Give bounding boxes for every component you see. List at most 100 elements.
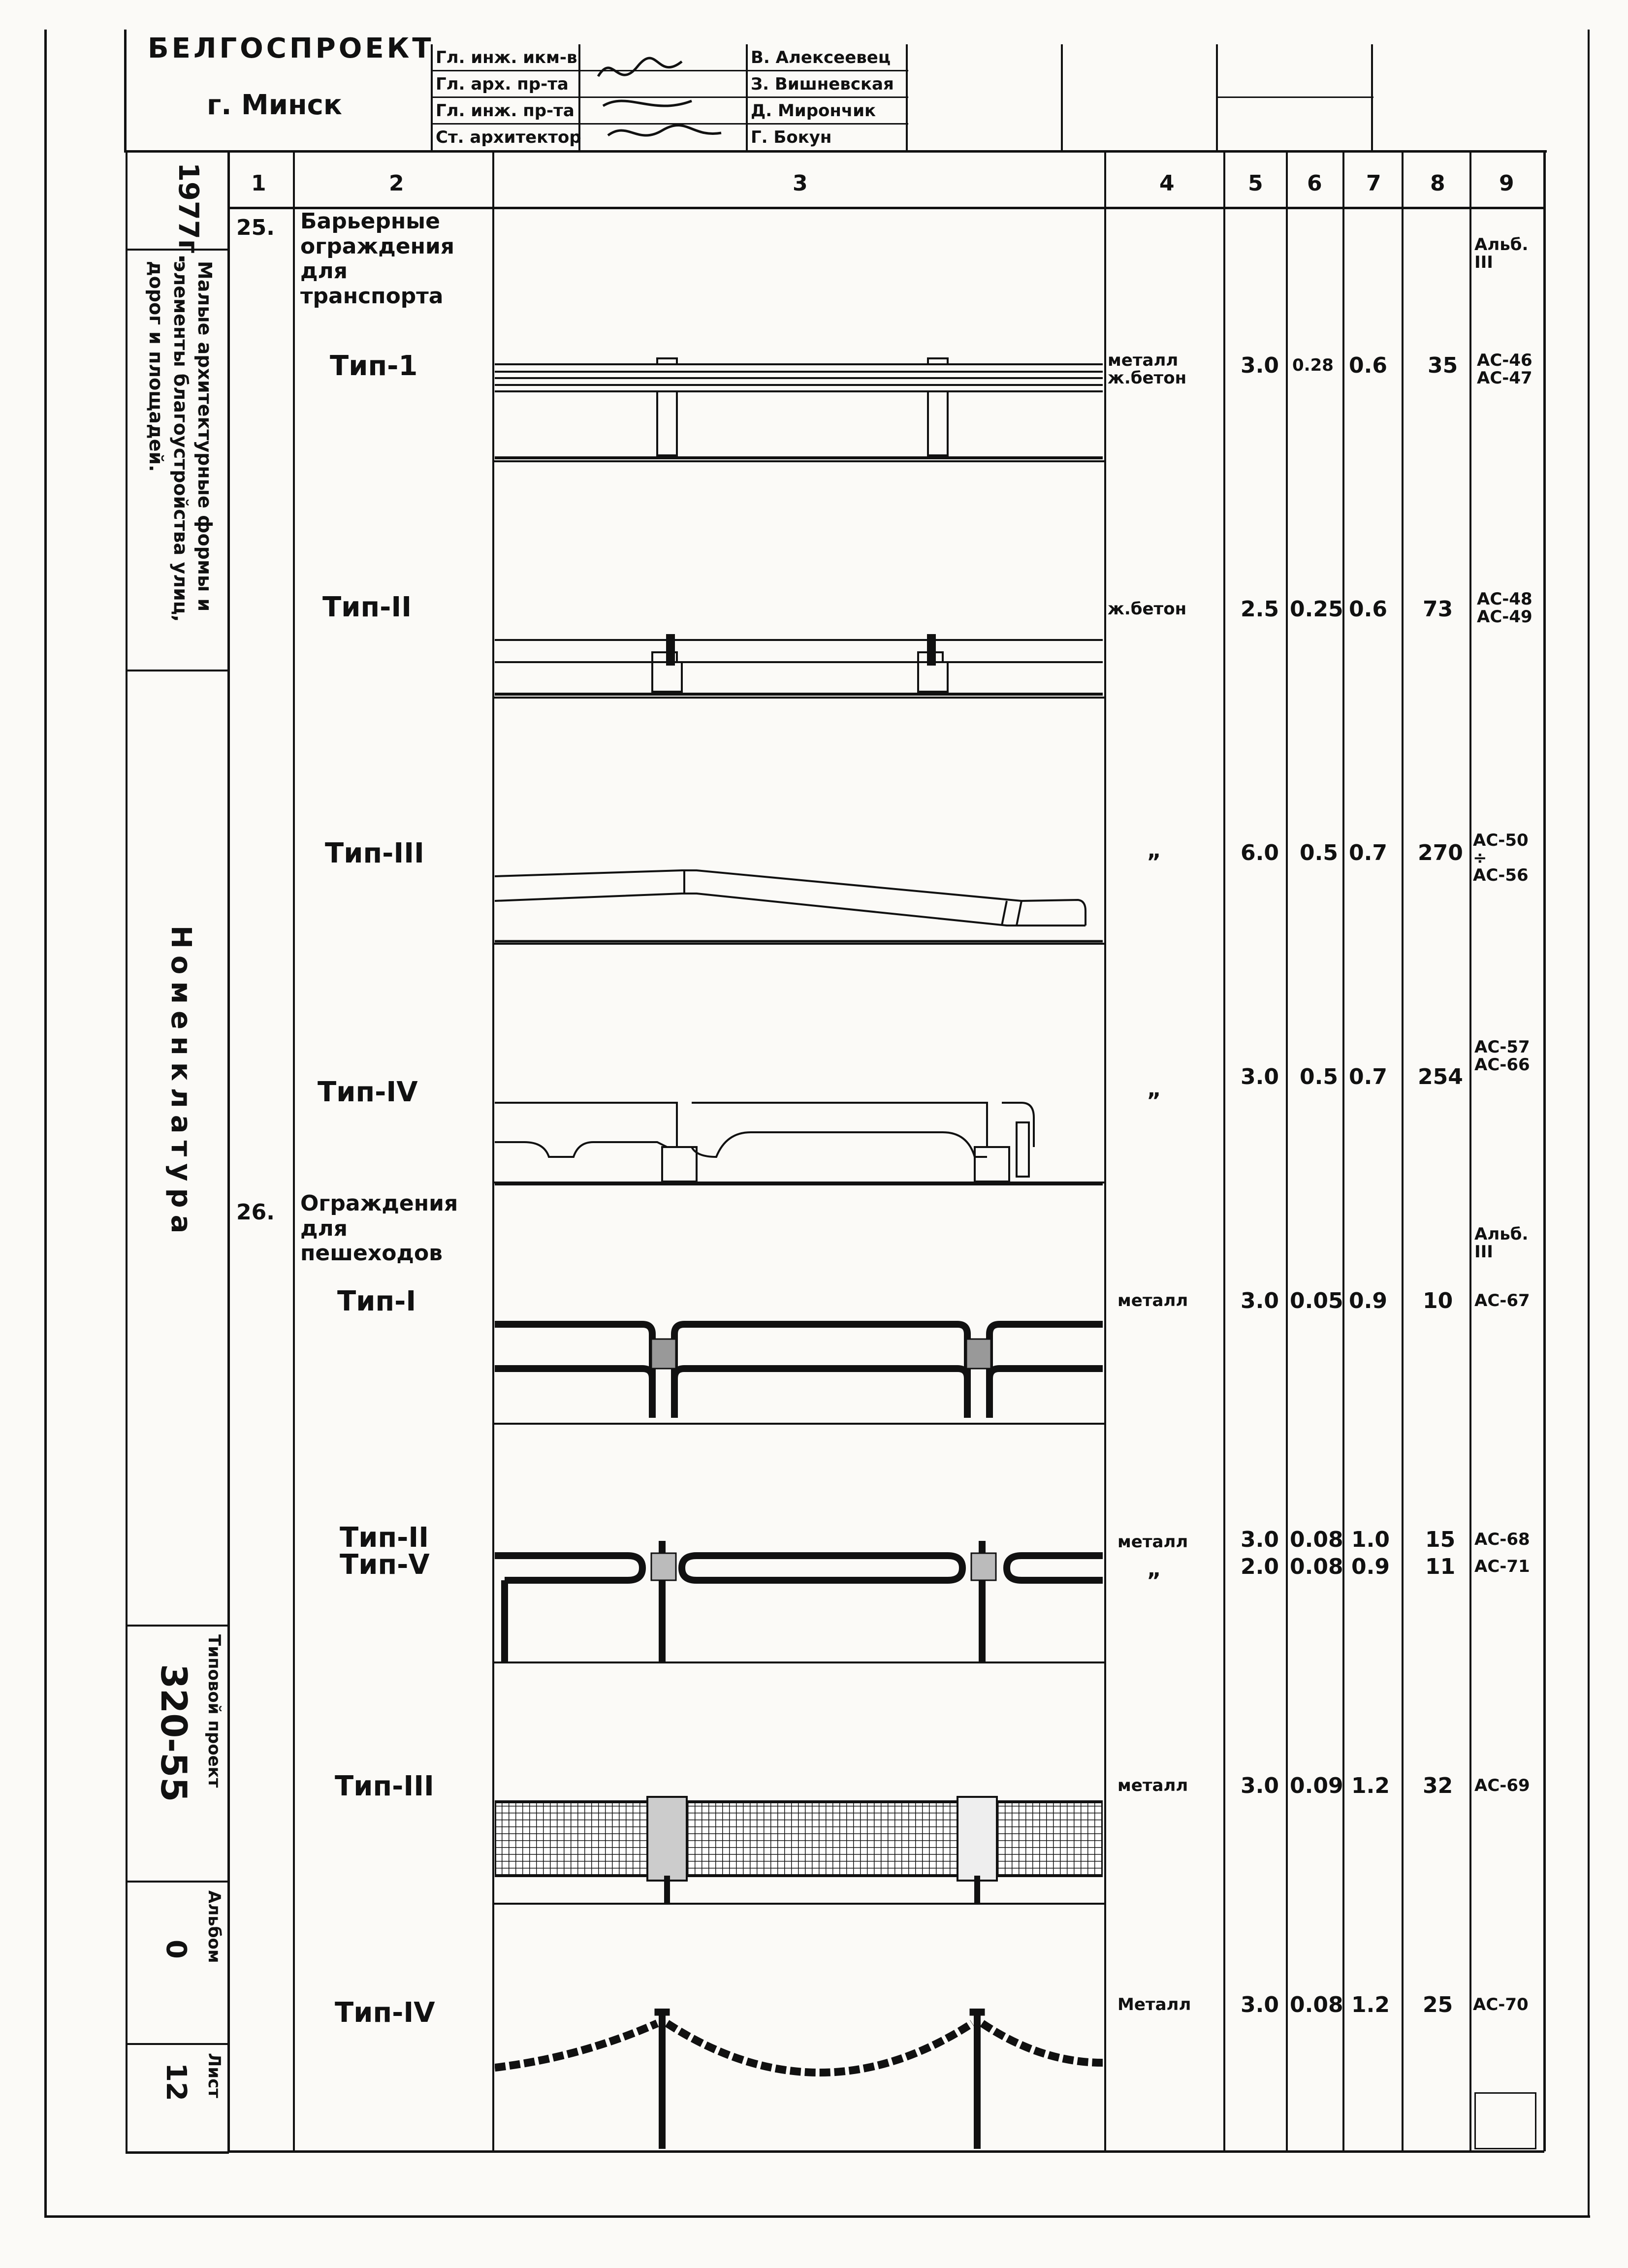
header-left-border bbox=[124, 30, 127, 153]
col-1: 1 bbox=[251, 171, 266, 196]
corner-box bbox=[1474, 2092, 1536, 2149]
group-26-no: 26. bbox=[236, 1200, 275, 1225]
stamp-row-2 bbox=[431, 96, 908, 98]
city-name: г. Минск bbox=[207, 89, 342, 121]
row2-material: ж.бетон bbox=[1108, 599, 1187, 619]
side-bottom bbox=[126, 2151, 229, 2154]
col-3: 3 bbox=[793, 171, 808, 196]
col-line-1 bbox=[293, 153, 295, 2151]
col-4: 4 bbox=[1159, 171, 1175, 196]
draw-div-7 bbox=[492, 1903, 1105, 1905]
row6-ref: АС-68 bbox=[1474, 1530, 1530, 1549]
frame-left bbox=[44, 30, 47, 2215]
stamp-col-a bbox=[1061, 44, 1063, 150]
row9-c5: 3.0 bbox=[1241, 1992, 1279, 2017]
row1-type: Тип-1 bbox=[330, 350, 418, 382]
side-div-year bbox=[126, 249, 229, 251]
row8-c6: 0.09 bbox=[1290, 1773, 1343, 1798]
row7-c7: 0.9 bbox=[1351, 1554, 1390, 1579]
col-line-3 bbox=[1104, 153, 1106, 2151]
draw-div-2 bbox=[492, 697, 1105, 699]
row7-type: Тип-V bbox=[340, 1549, 430, 1581]
col-line-9 bbox=[1543, 153, 1546, 2151]
row1-c6: 0.28 bbox=[1292, 355, 1334, 375]
row1-material: металл ж.бетон bbox=[1108, 351, 1187, 388]
row3-type: Тип-III bbox=[325, 837, 424, 869]
group-25-no: 25. bbox=[236, 215, 275, 240]
group-25-title: Барьерные ограждения для транспорта bbox=[300, 209, 487, 309]
col-6: 6 bbox=[1307, 171, 1322, 196]
draw-div-5 bbox=[492, 1423, 1105, 1425]
row2-c6: 0.25 bbox=[1290, 597, 1343, 622]
side-sheet-no: 12 bbox=[160, 2063, 192, 2101]
row1-c7: 0.6 bbox=[1349, 353, 1387, 378]
drawing-pedestrian-type-4 bbox=[495, 2009, 1103, 2149]
row4-c5: 3.0 bbox=[1241, 1064, 1279, 1089]
drawing-barrier-type-1 bbox=[495, 357, 1103, 459]
col-line-8 bbox=[1469, 153, 1471, 2151]
drawing-barrier-type-2 bbox=[495, 634, 1103, 696]
row5-ref: АС-67 bbox=[1474, 1291, 1530, 1310]
group-25-album: Альб. III bbox=[1474, 235, 1529, 272]
drawing-pedestrian-type-1 bbox=[495, 1321, 1103, 1418]
side-div-2 bbox=[126, 1625, 229, 1627]
row4-material: „ bbox=[1147, 1077, 1161, 1102]
drawing-barrier-type-3 bbox=[495, 869, 1103, 943]
row8-c7: 1.2 bbox=[1351, 1773, 1390, 1798]
row5-material: металл bbox=[1117, 1291, 1188, 1310]
col-8: 8 bbox=[1430, 171, 1445, 196]
table-bottom bbox=[227, 2150, 1544, 2153]
draw-div-6 bbox=[492, 1661, 1105, 1663]
col-line-4 bbox=[1223, 153, 1225, 2151]
row1-c5: 3.0 bbox=[1241, 353, 1279, 378]
row6-c5: 3.0 bbox=[1241, 1527, 1279, 1552]
row1-c8: 35 bbox=[1428, 353, 1458, 378]
group-26-album: Альб. III bbox=[1474, 1224, 1529, 1262]
drawing-barrier-type-4 bbox=[495, 1102, 1103, 1185]
row7-c5: 2.0 bbox=[1241, 1554, 1279, 1579]
row3-c6: 0.5 bbox=[1300, 840, 1338, 865]
row4-c8: 254 bbox=[1418, 1064, 1463, 1089]
row2-type: Тип-II bbox=[322, 591, 412, 623]
group-26-title-text: Ограждения для пешеходов bbox=[300, 1191, 458, 1266]
row8-material: металл bbox=[1117, 1776, 1188, 1795]
col-line-6 bbox=[1342, 153, 1344, 2151]
row6-c8: 15 bbox=[1425, 1527, 1456, 1552]
header-bottom-border bbox=[124, 150, 1547, 153]
row3-c5: 6.0 bbox=[1241, 840, 1279, 865]
stamp-row-r bbox=[1216, 96, 1373, 98]
frame-right-margin bbox=[1588, 30, 1590, 2215]
role-3: Гл. инж. пр-та bbox=[436, 101, 575, 121]
header-row-line bbox=[227, 207, 1544, 209]
row8-type: Тип-III bbox=[335, 1770, 434, 1802]
row9-material: Металл bbox=[1117, 1995, 1191, 2014]
row3-ref: АС-50 ÷ АС-56 bbox=[1473, 831, 1529, 886]
row5-c5: 3.0 bbox=[1241, 1288, 1279, 1313]
side-left bbox=[126, 153, 128, 2154]
col-9: 9 bbox=[1499, 171, 1514, 196]
side-subject: Малые архитектурные формы и элементы бла… bbox=[144, 261, 217, 655]
row2-c8: 73 bbox=[1423, 597, 1453, 622]
row3-c7: 0.7 bbox=[1349, 840, 1387, 865]
signatures bbox=[597, 57, 722, 137]
side-div-4 bbox=[126, 2043, 229, 2045]
row5-c6: 0.05 bbox=[1290, 1288, 1343, 1313]
side-album-no: 0 bbox=[160, 1940, 192, 1959]
col-2: 2 bbox=[389, 171, 404, 196]
side-subject-text: Малые архитектурные формы и элементы бла… bbox=[145, 261, 216, 622]
side-project-label: Типовой проект bbox=[204, 1634, 224, 1788]
side-strip-right bbox=[227, 153, 230, 2151]
row9-type: Тип-IV bbox=[335, 1997, 435, 2029]
row5-c8: 10 bbox=[1423, 1288, 1453, 1313]
row8-c8: 32 bbox=[1423, 1773, 1453, 1798]
row6-material: металл bbox=[1117, 1532, 1188, 1552]
row7-material: „ bbox=[1147, 1557, 1161, 1582]
name-2: З. Вишневская bbox=[751, 74, 894, 94]
row4-ref: АС-57 АС-66 bbox=[1474, 1037, 1530, 1075]
row4-c7: 0.7 bbox=[1349, 1064, 1387, 1089]
row3-c8: 270 bbox=[1418, 840, 1463, 865]
side-sheet-label: Лист bbox=[204, 2053, 224, 2098]
row4-type: Тип-IV bbox=[318, 1076, 418, 1108]
org-name: БЕЛГОСПРОЕКТ bbox=[148, 32, 434, 64]
col-line-2 bbox=[492, 153, 494, 2151]
